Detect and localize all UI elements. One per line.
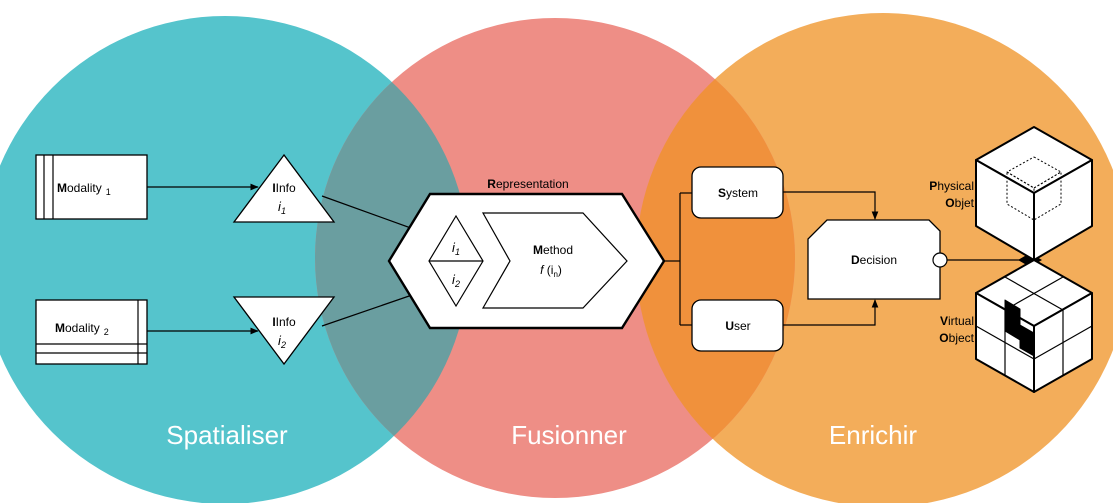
system-box: System bbox=[691, 166, 784, 219]
fusionner-label: Fusionner bbox=[511, 420, 627, 450]
svg-text:i2: i2 bbox=[452, 272, 460, 289]
svg-text:IInfo: IInfo bbox=[272, 315, 296, 329]
info-2-triangle: IInfo i2 bbox=[232, 296, 336, 366]
virtual-object-label: Virtual bbox=[940, 314, 974, 328]
physical-object-label-2: Objet bbox=[945, 196, 974, 210]
svg-text:i1: i1 bbox=[452, 240, 460, 257]
decision-box: Decision bbox=[807, 219, 941, 300]
hexagon-to-actors-connector bbox=[664, 192, 692, 326]
svg-text:IInfo: IInfo bbox=[272, 181, 296, 195]
svg-text:User: User bbox=[725, 319, 750, 333]
method-chevron bbox=[481, 212, 628, 309]
svg-text:System: System bbox=[718, 186, 758, 200]
svg-text:Method: Method bbox=[533, 243, 573, 257]
info-1-triangle: IInfo i1 bbox=[232, 153, 336, 223]
physical-object-cube bbox=[975, 126, 1093, 261]
representation-title: Representation bbox=[487, 177, 568, 191]
physical-object-label: Physical bbox=[929, 179, 974, 193]
svg-text:i1: i1 bbox=[278, 199, 286, 216]
virtual-object-cube bbox=[975, 259, 1093, 393]
arrow-user-to-decision bbox=[783, 299, 879, 326]
svg-text:Decision: Decision bbox=[851, 253, 897, 267]
representation-block: Representation i1 i2 Method f (in) bbox=[387, 177, 666, 330]
overlap-fusionner-enrichir bbox=[636, 18, 795, 498]
enrichir-label: Enrichir bbox=[829, 420, 917, 450]
spatialiser-label: Spatialiser bbox=[166, 420, 288, 450]
arrow-system-to-decision bbox=[783, 191, 879, 220]
user-box: User bbox=[691, 299, 784, 352]
svg-text:f (in): f (in) bbox=[540, 263, 562, 279]
overlap-spatialiser-fusionner bbox=[315, 18, 469, 498]
svg-text:i2: i2 bbox=[278, 333, 286, 350]
virtual-object-label-2: Object bbox=[939, 331, 974, 345]
